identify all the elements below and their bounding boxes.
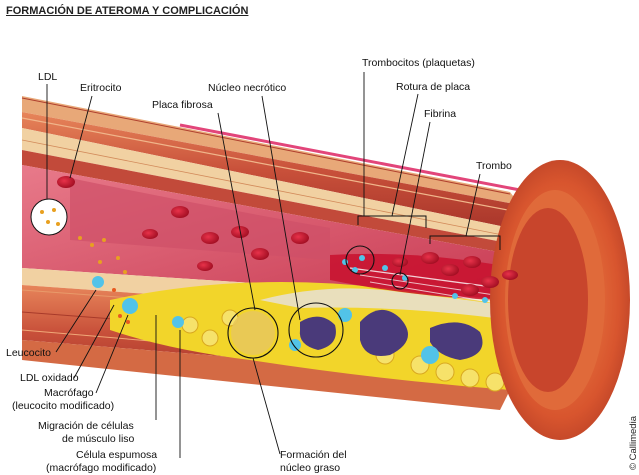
label-ldl: LDL — [38, 71, 57, 83]
label-placa-fibrosa: Placa fibrosa — [152, 99, 213, 111]
credit-callimedia: © Callimedia — [628, 415, 639, 470]
label-fibrina: Fibrina — [424, 108, 456, 120]
label-migracion-1: Migración de células — [38, 420, 134, 432]
label-celula-espumosa-1: Célula espumosa — [76, 449, 157, 461]
label-eritrocito: Eritrocito — [80, 82, 122, 94]
label-formacion-1: Formación del — [280, 449, 347, 461]
leader-lines — [46, 72, 481, 458]
label-trombo: Trombo — [476, 160, 512, 172]
label-nucleo-necrotico: Núcleo necrótico — [208, 82, 286, 94]
label-ldl-oxidado: LDL oxidado — [20, 372, 79, 384]
label-leucocito: Leucocito — [6, 347, 51, 359]
artery-cross-section — [490, 160, 630, 440]
label-migracion-2: de músculo liso — [62, 433, 135, 445]
label-macrofago-2: (leucocito modificado) — [12, 400, 114, 412]
ldl-particles — [78, 236, 130, 324]
atheroma-plaque — [110, 282, 536, 392]
label-macrofago-1: Macrófago — [44, 387, 94, 399]
label-formacion-2: núcleo graso — [280, 462, 340, 474]
diagram-title: FORMACIÓN DE ATEROMA Y COMPLICACIÓN — [6, 5, 249, 17]
label-rotura-placa: Rotura de placa — [396, 81, 470, 93]
labels: LDL Eritrocito Núcleo necrótico Placa fi… — [6, 57, 639, 474]
label-celula-espumosa-2: (macrófago modificado) — [46, 462, 156, 474]
red-blood-cells — [57, 176, 518, 296]
ldl-zoom-circle — [30, 198, 68, 236]
label-trombocitos: Trombocitos (plaquetas) — [362, 57, 475, 69]
